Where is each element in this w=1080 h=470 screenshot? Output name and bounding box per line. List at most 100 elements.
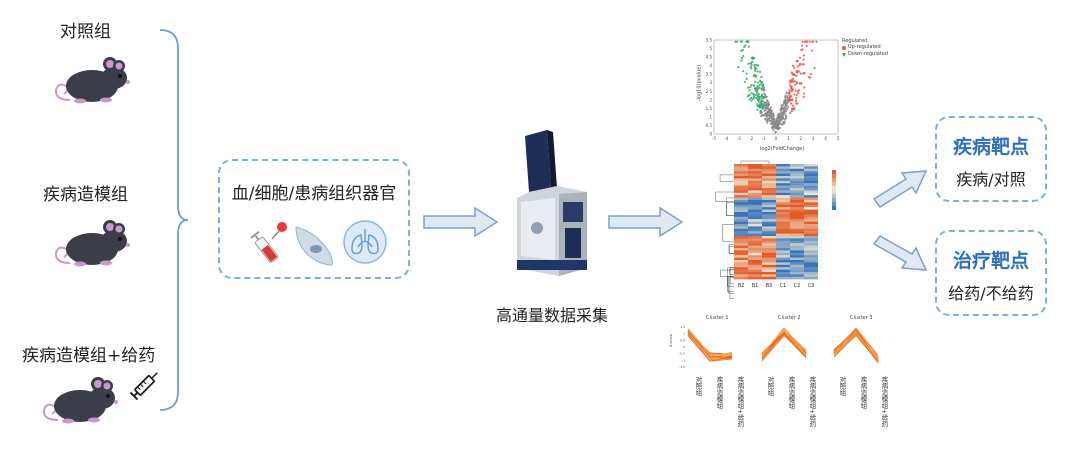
- heatmap-cell: [748, 204, 762, 208]
- volcano-point: [755, 93, 758, 96]
- volcano-point: [734, 40, 737, 43]
- heatmap-legend-swatch: [832, 174, 836, 178]
- volcano-point: [784, 99, 787, 102]
- volcano-point: [756, 91, 759, 94]
- volcano-legend-down-marker: [842, 53, 846, 57]
- heatmap-cell: [748, 231, 762, 234]
- heatmap-row-tick: —: [820, 208, 822, 210]
- volcano-point: [756, 108, 759, 111]
- heatmap-row-tick: —: [820, 244, 822, 246]
- heatmap-cell: [790, 250, 804, 253]
- heatmap-cell: [790, 228, 804, 232]
- volcano-point: [795, 97, 798, 100]
- heatmap-cell: [748, 192, 762, 196]
- heatmap-row-tick: —: [820, 254, 822, 256]
- heatmap-cell: [734, 226, 748, 229]
- volcano-point: [795, 81, 798, 84]
- heatmap-cell: [748, 245, 762, 249]
- volcano-point: [743, 80, 746, 84]
- heatmap-cell: [776, 221, 790, 225]
- volcano-point: [802, 92, 805, 95]
- heatmap-cell: [748, 250, 762, 253]
- heatmap-cell: [762, 216, 776, 220]
- heatmap-cell: [734, 233, 748, 237]
- heatmap-cell: [762, 248, 776, 251]
- heatmap-dendrogram-branch: [729, 246, 734, 255]
- group-label-model-drug: 疾病造模组+给药: [22, 346, 156, 366]
- volcano-point: [753, 68, 757, 71]
- treatment-target-box: 治疗靶点 给药/不给药: [935, 230, 1047, 316]
- heatmap-cell: [762, 276, 776, 280]
- heatmap-cell: [748, 219, 762, 222]
- volcano-point: [781, 112, 784, 115]
- heatmap-cell: [776, 164, 790, 167]
- heatmap-cell: [776, 190, 790, 193]
- heatmap-dendrogram-branch: [726, 197, 734, 216]
- volcano-point: [777, 127, 780, 130]
- volcano-point: [794, 83, 797, 86]
- volcano-point: [752, 96, 755, 99]
- heatmap-cell: [734, 212, 748, 215]
- heatmap-cell: [762, 168, 776, 172]
- volcano-point: [794, 99, 798, 103]
- group-bracket: [159, 29, 189, 411]
- heatmap-row-tick: —: [820, 211, 822, 213]
- heatmap-row-tick: —: [820, 266, 822, 268]
- volcano-point: [764, 113, 767, 116]
- heatmap-cell: [734, 221, 748, 225]
- volcano-point: [789, 95, 792, 98]
- heatmap-cell: [776, 168, 790, 172]
- volcano-point: [757, 93, 760, 96]
- volcano-point: [781, 115, 784, 118]
- heatmap-row-tick: —: [820, 199, 822, 201]
- volcano-point: [786, 95, 789, 98]
- volcano-point: [775, 125, 778, 128]
- volcano-point: [793, 73, 796, 76]
- cluster-1-xlabel-3: 疾病造模组+给药: [736, 376, 744, 427]
- heatmap-cell: [762, 180, 776, 184]
- volcano-point: [758, 86, 761, 89]
- heatmap-cell: [776, 276, 790, 280]
- volcano-point: [756, 70, 759, 73]
- cell-icon: [295, 226, 333, 266]
- heatmap-cell: [804, 178, 818, 181]
- volcano-point: [752, 84, 755, 87]
- heatmap-cell: [776, 267, 790, 270]
- heatmap-cell: [748, 178, 762, 181]
- volcano-point: [790, 102, 793, 105]
- heatmap-cell: [776, 188, 790, 191]
- heatmap-cell: [790, 269, 804, 273]
- volcano-point: [798, 56, 802, 59]
- volcano-point: [792, 66, 796, 69]
- volcano-point: [769, 109, 773, 113]
- heatmap-cell: [734, 204, 748, 208]
- heatmap-cell: [734, 183, 748, 186]
- volcano-point: [795, 59, 798, 63]
- volcano-point: [776, 121, 779, 125]
- volcano-point: [785, 107, 789, 111]
- heatmap-cell: [734, 185, 748, 189]
- heatmap-cell: [804, 267, 818, 270]
- treatment-target-subtitle: 给药/不给药: [948, 284, 1034, 303]
- heatmap-legend-swatch: [832, 186, 836, 190]
- volcano-point: [800, 44, 804, 47]
- volcano-point: [798, 82, 801, 85]
- heatmap-cell: [734, 252, 748, 256]
- heatmap-cell: [748, 202, 762, 205]
- volcano-point: [800, 48, 803, 52]
- heatmap-cell: [776, 180, 790, 184]
- heatmap-cell: [762, 255, 776, 258]
- heatmap-cell: [762, 264, 776, 268]
- heatmap-cell: [776, 274, 790, 277]
- heatmap-row-tick: —: [820, 235, 822, 237]
- heatmap-cell: [734, 274, 748, 277]
- heatmap-cell: [762, 243, 776, 246]
- volcano-point: [765, 104, 768, 107]
- heatmap-cell: [804, 252, 818, 256]
- heatmap-cell: [734, 228, 748, 232]
- heatmap-cell: [734, 276, 748, 280]
- heatmap-cell: [776, 185, 790, 189]
- heatmap-cell: [734, 245, 748, 249]
- heatmap-cell: [748, 166, 762, 169]
- volcano-point: [790, 110, 793, 113]
